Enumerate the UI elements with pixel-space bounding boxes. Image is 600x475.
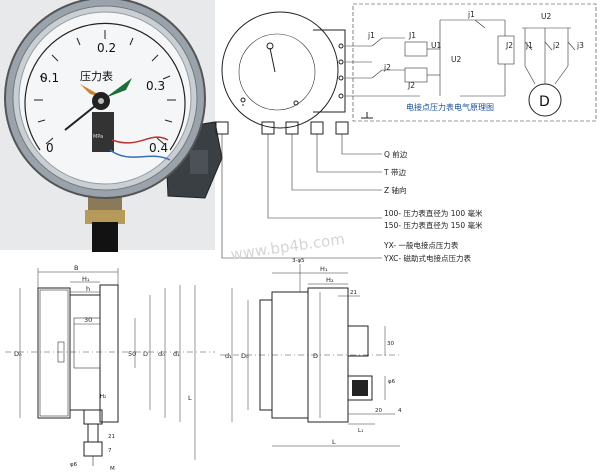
drawing-right: 3-φ5 H₁ H₂ 21 30 d₁ D₀ D φ6 20 4 L₁ L [220, 258, 402, 447]
label-j2-a: j2 [383, 63, 391, 72]
dim-M: M [110, 466, 115, 472]
code-yx: YX- 一般电接点压力表 [383, 240, 459, 250]
dim-r-H2: H₂ [326, 276, 334, 284]
dim-r-D0: D₀ [241, 352, 249, 360]
dim-7: 7 [108, 448, 112, 454]
label-U2-a: U2 [451, 55, 461, 64]
dim-D0: D₀ [14, 350, 22, 358]
code-100: 100- 压力表直径为 100 毫米 [384, 208, 483, 218]
label-j1-a: j1 [367, 31, 375, 40]
dim-30: 30 [84, 316, 92, 324]
code-z: Z 轴向 [384, 185, 407, 195]
gauge-scale-0: 0 [46, 141, 54, 155]
dim-r-D: D [313, 352, 318, 360]
label-J2-a: J2 [407, 81, 415, 90]
dim-phi6: φ6 [70, 462, 78, 468]
gauge-scale-0.3: 0.3 [146, 79, 165, 93]
dim-H2: H₂ [100, 394, 106, 400]
schematic-caption: 电接点压力表电气原理图 [406, 102, 494, 112]
label-j3: j3 [576, 41, 584, 50]
dim-r-30: 30 [387, 341, 394, 347]
dim-H1: H₁ [82, 275, 90, 283]
label-J1: J1 [408, 31, 416, 40]
label-U2-b: U2 [541, 12, 551, 21]
dim-21: 21 [108, 434, 115, 440]
dim-d0: d₀ [158, 350, 165, 358]
dim-r-20: 20 [375, 408, 382, 414]
schematic: D j1 j2 J1 J2 U1 U2 j1 J2 U2 j1 j2 j3 电接… [221, 3, 597, 129]
dim-D: D [143, 350, 148, 358]
dim-r-L1: L₁ [358, 428, 363, 434]
gauge-photo: 0.2 0.1 0.3 0 0.4 压力表 MPa [0, 0, 223, 252]
dim-B: B [74, 264, 78, 272]
dim-r-phi6: φ6 [388, 379, 396, 385]
gauge-scale-0.1: 0.1 [40, 71, 59, 85]
gauge-unit: MPa [93, 134, 103, 140]
dim-r-21: 21 [350, 290, 357, 296]
dim-d1: d₁ [173, 350, 180, 358]
label-j1-b: j1 [467, 10, 475, 19]
gauge-face-label: 压力表 [80, 69, 113, 83]
drawing-left: B H₁ h 30 50 D₀ D d₀ d₁ L H₂ 21 7 φ6 M [5, 264, 215, 472]
motor-label: D [539, 94, 550, 110]
gauge-scale-0.2: 0.2 [97, 41, 116, 55]
gauge-scale-0.4: 0.4 [149, 141, 168, 155]
dim-r-H1: H₁ [320, 265, 328, 273]
code-yxc: YXC- 磁助式电接点压力表 [383, 253, 472, 263]
dim-r-d1: d₁ [225, 352, 232, 360]
label-j2-b: j2 [552, 41, 560, 50]
label-j1-c: j1 [525, 41, 533, 50]
code-150: 150- 压力表直径为 150 毫米 [384, 220, 483, 230]
label-U1: U1 [431, 41, 441, 50]
dim-L: L [188, 394, 192, 402]
dim-r-3phi5: 3-φ5 [292, 258, 305, 264]
label-J2-b: J2 [505, 41, 513, 50]
dim-r-4: 4 [398, 408, 402, 414]
dim-h: h [86, 285, 90, 293]
code-t: T 带边 [383, 168, 406, 177]
dim-r-L: L [332, 438, 336, 446]
motor-symbol [528, 83, 562, 117]
gauge-ticks [34, 30, 176, 145]
dim-50: 50 [128, 350, 136, 358]
code-q: Q 前边 [384, 149, 408, 159]
watermark: www.bp4b.com [229, 230, 345, 264]
model-code: Q 前边 T 带边 Z 轴向 100- 压力表直径为 100 毫米 150- 压… [215, 121, 483, 263]
